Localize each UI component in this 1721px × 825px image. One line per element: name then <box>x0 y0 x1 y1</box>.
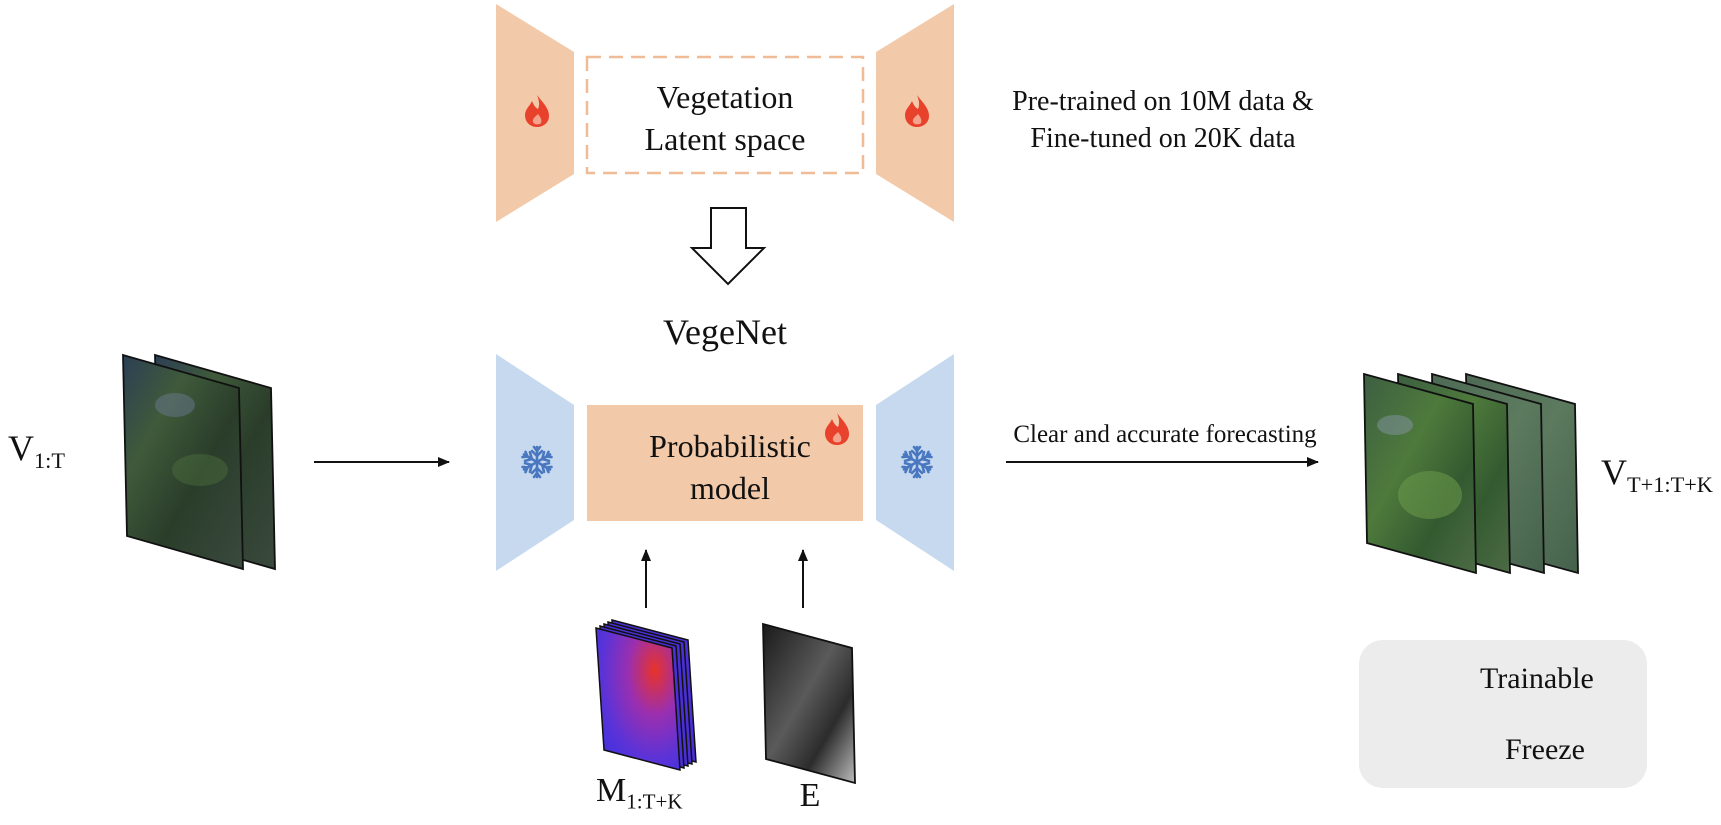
elevation-label: E <box>799 777 821 814</box>
legend-freeze-label: Freeze <box>1505 733 1585 766</box>
meteorological-m-main: M <box>596 772 627 809</box>
input-vegetation-label: V1:T <box>8 426 65 483</box>
latent-space-line2: Latent space <box>644 121 806 157</box>
transfer-arrow <box>689 207 767 286</box>
latent-space-box <box>585 55 865 175</box>
probabilistic-model-box <box>587 405 863 521</box>
input-v-sub: 1:T <box>34 447 65 473</box>
forecast-caption: Clear and accurate forecasting <box>1013 421 1317 448</box>
pretraining-note-line2: Fine-tuned on 20K data <box>1030 123 1296 154</box>
model-title: VegeNet <box>663 312 787 352</box>
input-v-main: V <box>8 428 34 468</box>
pretraining-note: Pre-trained on 10M data & Fine-tuned on … <box>983 83 1343 157</box>
pretraining-note-line1: Pre-trained on 10M data & <box>1012 86 1314 117</box>
latent-space-line1: Vegetation <box>656 79 794 115</box>
probabilistic-model-label: Probabilistic model <box>617 425 843 509</box>
legend-trainable-label: Trainable <box>1480 662 1594 695</box>
elevation-map <box>762 622 856 785</box>
output-v-main: V <box>1601 452 1627 492</box>
latent-space-label: Vegetation Latent space <box>587 76 863 160</box>
output-v-sub: T+1:T+K <box>1627 471 1713 497</box>
input-vegetation-stack <box>122 353 276 571</box>
meteorological-stack <box>595 619 697 771</box>
probabilistic-model-line1: Probabilistic <box>649 428 811 464</box>
output-forecast-stack <box>1363 372 1579 575</box>
probabilistic-model-line2: model <box>690 470 770 506</box>
output-vegetation-label: VT+1:T+K <box>1601 450 1713 507</box>
meteorological-m-sub: 1:T+K <box>626 789 683 814</box>
legend <box>1359 640 1647 788</box>
meteorological-label: M1:T+K <box>596 770 683 822</box>
